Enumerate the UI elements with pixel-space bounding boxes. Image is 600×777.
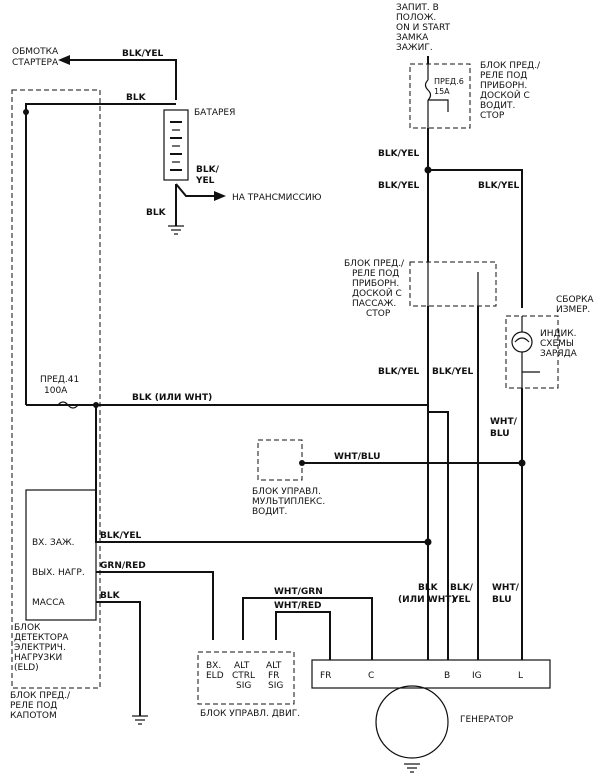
label-starter-winding: ОБМОТКА СТАРТЕРА bbox=[12, 47, 61, 68]
wire-label-ignition-2: BLK/YEL bbox=[378, 181, 420, 191]
pass-fuse-paths bbox=[427, 262, 479, 306]
arrow-to-transmission bbox=[214, 191, 226, 201]
wire-label-eld-load: GRN/RED bbox=[100, 561, 146, 571]
wire-gauge-feed-blk-yel bbox=[428, 169, 523, 308]
alt-pin-c: C bbox=[368, 671, 374, 681]
wire-label-ignition-1: BLK/YEL bbox=[378, 149, 420, 159]
wire-alt-fr-wht-red bbox=[275, 611, 331, 660]
wire-to-transmission bbox=[175, 183, 218, 197]
driver-fuse-block-box bbox=[409, 63, 471, 129]
wire-eld-ign-in bbox=[95, 405, 428, 543]
alt-pin-b: B bbox=[444, 671, 450, 681]
wire-label-ground-blk: BLK bbox=[146, 208, 167, 218]
wire-label-alt-fr: WHT/RED bbox=[274, 601, 321, 611]
eld-unit-box bbox=[25, 489, 97, 621]
alt-pin-ig: IG bbox=[472, 671, 482, 681]
battery-icon bbox=[163, 109, 189, 181]
ground-icon bbox=[168, 225, 184, 235]
wire-label-l-terminal: WHT/ BLU bbox=[492, 583, 522, 605]
wire-label-pass-out-1: BLK/YEL bbox=[378, 367, 420, 377]
label-fuse-6: ПРЕД.6 15A bbox=[434, 77, 466, 96]
ground-icon bbox=[132, 715, 148, 725]
eld-pin-ground: МАССА bbox=[32, 598, 65, 608]
wire-label-gauge-feed: BLK/YEL bbox=[478, 181, 520, 191]
label-generator: ГЕНЕРАТОР bbox=[460, 715, 514, 725]
label-charge-indicator: ИНДИК. СХЕМЫ ЗАРЯДА bbox=[540, 329, 579, 359]
label-mux-unit: БЛОК УПРАВЛ. МУЛЬТИПЛЕКС. ВОДИТ. bbox=[252, 487, 328, 517]
wire-label-mux: WHT/BLU bbox=[334, 452, 380, 462]
wire-label-alt-ctrl: WHT/GRN bbox=[274, 587, 323, 597]
wire-label-blk-yel-split: BLK/ YEL bbox=[195, 165, 222, 186]
wire-label-gauge-wht-blu: WHT/ BLU bbox=[490, 417, 520, 439]
wire-label-battery-blk: BLK bbox=[126, 93, 147, 103]
arrow-to-starter bbox=[58, 55, 70, 65]
ecm-pin-alt-ctrl: ALT CTRL SIG bbox=[232, 661, 258, 691]
label-gauge-assembly: СБОРКА ИЗМЕР. bbox=[556, 295, 596, 315]
label-fuse-41: ПРЕД.41 100A bbox=[40, 375, 82, 396]
junction-dot bbox=[23, 109, 29, 115]
wire-battery-blk bbox=[25, 103, 176, 405]
wire-alt-ctrl-wht-grn bbox=[242, 597, 373, 660]
wire-label-starter: BLK/YEL bbox=[122, 49, 164, 59]
wire-eld-ground bbox=[96, 601, 141, 716]
generator-icon bbox=[375, 685, 449, 759]
label-driver-fuse-block: БЛОК ПРЕД./ РЕЛЕ ПОД ПРИБОРН. ДОСКОЙ С В… bbox=[480, 61, 543, 121]
wire-label-eld-ign: BLK/YEL bbox=[100, 531, 142, 541]
fuse-6-symbol bbox=[424, 64, 432, 128]
label-hood-fuse-block: БЛОК ПРЕД./ РЕЛЕ ПОД КАПОТОМ bbox=[10, 691, 73, 721]
wire-label-ig-terminal: BLK/ YEL bbox=[450, 583, 476, 605]
wire-eld-load-out bbox=[96, 571, 214, 640]
charge-indicator-lamp-icon bbox=[511, 331, 533, 353]
alt-pin-l: L bbox=[518, 671, 523, 681]
label-ecm-unit: БЛОК УПРАВЛ. ДВИГ. bbox=[200, 709, 300, 719]
wire-starter-blk-yel bbox=[66, 59, 177, 100]
alt-pin-fr: FR bbox=[320, 671, 331, 681]
label-to-transmission: НА ТРАНСМИССИЮ bbox=[232, 193, 322, 203]
mux-unit-box bbox=[257, 439, 303, 481]
wire-main-blk-or-wht bbox=[26, 404, 449, 660]
pass-fuse-block-box bbox=[409, 261, 497, 307]
label-pass-fuse-block: БЛОК ПРЕД./ РЕЛЕ ПОД ПРИБОРН. ДОСКОЙ С П… bbox=[344, 259, 407, 319]
junction-dot bbox=[424, 538, 432, 546]
hood-fuse-block-box bbox=[11, 89, 101, 689]
eld-pin-ign-in: ВХ. ЗАЖ. bbox=[32, 538, 75, 548]
wire-label-b-terminal: BLK (ИЛИ WHT) bbox=[398, 583, 456, 605]
ecm-unit-box bbox=[197, 651, 295, 705]
fuse-6-lead bbox=[428, 99, 449, 112]
gauge-assembly-box bbox=[505, 315, 559, 389]
ecm-pin-alt-fr: ALT FR SIG bbox=[266, 661, 284, 691]
ground-icon bbox=[404, 763, 420, 773]
label-battery: БАТАРЕЯ bbox=[194, 108, 235, 118]
ecm-pin-eld-in: ВХ. ELD bbox=[206, 661, 224, 681]
eld-pin-load-out: ВЫХ. НАГР. bbox=[32, 568, 85, 578]
label-eld-unit: БЛОК ДЕТЕКТОРА ЭЛЕКТРИЧ. НАГРУЗКИ (ELD) bbox=[14, 623, 71, 673]
fuse-41-symbol bbox=[57, 401, 79, 409]
alternator-terminal-strip bbox=[311, 659, 551, 689]
wire-label-main: BLK (ИЛИ WHT) bbox=[132, 393, 212, 403]
gauge-internal-wiring bbox=[521, 316, 540, 388]
label-ignition-supply: ЗАПИТ. В ПОЛОЖ. ON И START ЗАМКА ЗАЖИГ. bbox=[396, 3, 453, 53]
wire-label-eld-ground: BLK bbox=[100, 591, 121, 601]
wire-label-pass-out-2: BLK/YEL bbox=[432, 367, 474, 377]
